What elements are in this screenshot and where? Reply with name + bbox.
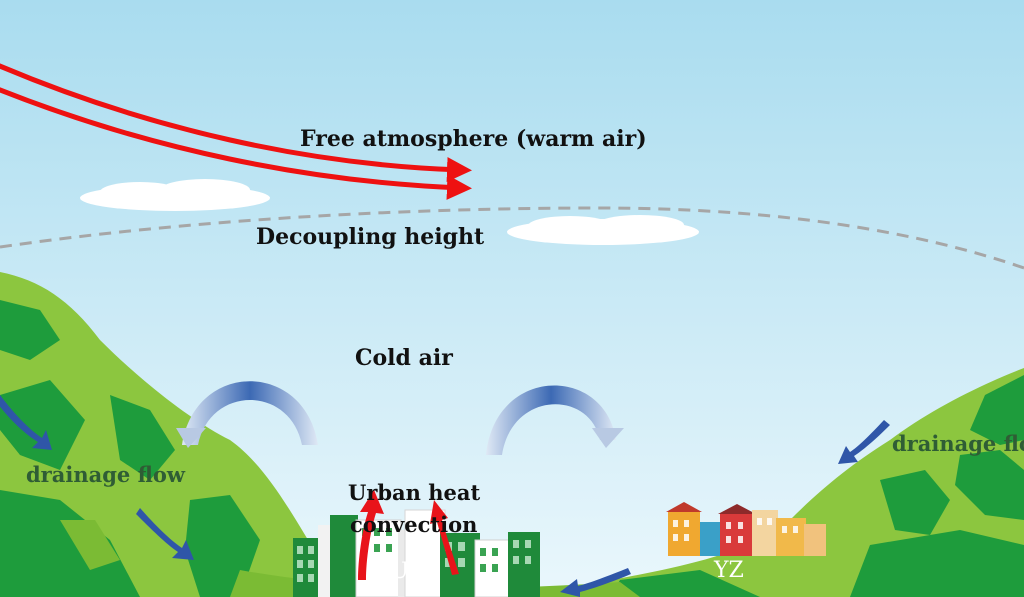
cold-air-label: Cold air [355,345,453,371]
uz-label: UZ [390,559,424,584]
convection-arrow-right [430,500,459,575]
drainage-flow-left-label: drainage flow [26,462,185,487]
cold-air-circulation [176,381,624,455]
urban-heat-label: Urban heat [348,480,481,505]
warm-air-arrow-lower [0,87,472,200]
drainage-arrow-right-lower [560,568,631,597]
convection-arrows [358,490,459,580]
convection-arrow-left [358,490,384,580]
circulation-arc-right [486,385,616,455]
convection-label: convection [350,512,478,537]
drainage-arrow-left-lower [136,508,194,560]
warm-air-arrows [0,63,472,200]
circulation-arrowhead-right [592,428,624,448]
decoupling-line [0,206,1024,270]
free-atmosphere-label: Free atmosphere (warm air) [300,126,647,152]
cloud-left [80,179,270,211]
drainage-arrow-right-upper [838,420,890,464]
circulation-arc-left [182,381,318,445]
drainage-arrow-left-upper [0,395,52,450]
drainage-arrows [0,395,890,597]
mountain-right [540,368,1024,597]
circulation-arrowhead-left [176,428,206,448]
yz-houses [666,502,826,556]
mountain-left [0,272,320,597]
decoupling-height-label: Decoupling height [256,224,485,250]
warm-air-arrow-upper [0,63,472,182]
cloud-right [507,215,699,245]
yz-label: YZ [714,558,744,583]
drainage-flow-right-label: drainage flo [892,431,1024,456]
